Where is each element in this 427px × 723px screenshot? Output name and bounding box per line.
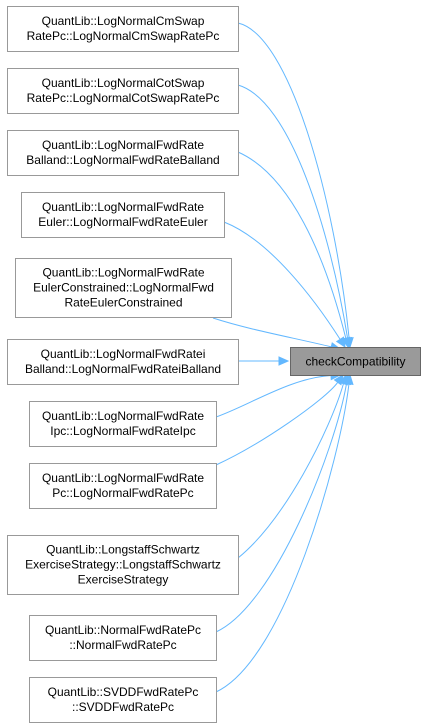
nodes: QuantLib::LogNormalCmSwapRatePc::LogNorm… — [7, 6, 421, 723]
caller-node[interactable]: QuantLib::LogNormalFwdRateEulerConstrain… — [15, 258, 232, 318]
caller-node-label: QuantLib::SVDDFwdRatePc — [48, 685, 199, 699]
caller-node[interactable]: QuantLib::LogNormalFwdRatePc::LogNormalF… — [29, 463, 217, 509]
caller-node-label: QuantLib::LogNormalCotSwap — [42, 76, 205, 90]
call-edge — [215, 383, 347, 633]
caller-node-label: QuantLib::LogNormalFwdRatei — [41, 347, 206, 361]
call-edge — [237, 383, 344, 559]
caller-node-box[interactable] — [15, 258, 232, 318]
caller-node[interactable]: QuantLib::LogNormalCotSwapRatePc::LogNor… — [7, 68, 239, 114]
caller-node[interactable]: QuantLib::LogNormalFwdRateEuler::LogNorm… — [21, 192, 225, 238]
caller-node-box[interactable] — [21, 192, 225, 238]
caller-node-label: QuantLib::LogNormalFwdRate — [42, 200, 204, 214]
caller-node-label: RatePc::LogNormalCotSwapRatePc — [27, 91, 220, 105]
caller-node-label: EulerConstrained::LogNormalFwd — [33, 281, 214, 295]
edges — [212, 22, 354, 693]
caller-node[interactable]: QuantLib::LogNormalFwdRateIpc::LogNormal… — [29, 401, 217, 447]
caller-node-box[interactable] — [29, 677, 217, 723]
caller-node-label: QuantLib::LogNormalCmSwap — [42, 14, 205, 28]
call-edge — [215, 382, 339, 466]
caller-node-box[interactable] — [29, 401, 217, 447]
caller-node-box[interactable] — [7, 339, 239, 385]
call-edge — [237, 84, 349, 339]
caller-node-label: ExerciseStrategy::LongstaffSchwartz — [25, 558, 221, 572]
call-edge — [215, 375, 332, 418]
caller-node-box[interactable] — [29, 615, 217, 661]
caller-node-label: ::SVDDFwdRatePc — [72, 700, 174, 714]
caller-node-label: QuantLib::LongstaffSchwartz — [46, 543, 200, 557]
caller-node-label: QuantLib::LogNormalFwdRate — [42, 409, 204, 423]
caller-node-label: RateEulerConstrained — [64, 296, 182, 310]
caller-node[interactable]: QuantLib::LogNormalFwdRateBalland::LogNo… — [7, 130, 239, 176]
target-node-label: checkCompatibility — [305, 355, 405, 369]
target-node[interactable]: checkCompatibility — [290, 347, 421, 376]
caller-node-label: QuantLib::LogNormalFwdRate — [42, 266, 204, 280]
call-edge — [223, 221, 341, 340]
caller-node[interactable]: QuantLib::LogNormalFwdRateiBalland::LogN… — [7, 339, 239, 385]
call-edge — [215, 383, 350, 693]
caller-node-box[interactable] — [7, 535, 239, 595]
caller-node-box[interactable] — [7, 68, 239, 114]
caller-node[interactable]: QuantLib::NormalFwdRatePc::NormalFwdRate… — [29, 615, 217, 661]
caller-node-label: ::NormalFwdRatePc — [69, 638, 176, 652]
target-node-box[interactable] — [290, 347, 421, 376]
caller-node-label: ExerciseStrategy — [78, 573, 169, 587]
call-edge — [237, 151, 347, 339]
caller-node[interactable]: QuantLib::SVDDFwdRatePc::SVDDFwdRatePc — [29, 677, 217, 723]
caller-node-label: Euler::LogNormalFwdRateEuler — [38, 215, 207, 229]
caller-node-label: Balland::LogNormalFwdRateBalland — [26, 153, 219, 167]
caller-node-label: Balland::LogNormalFwdRateiBalland — [25, 362, 221, 376]
caller-node[interactable]: QuantLib::LogNormalCmSwapRatePc::LogNorm… — [7, 6, 239, 52]
caller-node-box[interactable] — [7, 6, 239, 52]
call-edge — [237, 22, 350, 339]
caller-node-box[interactable] — [29, 463, 217, 509]
caller-node-label: Ipc::LogNormalFwdRateIpc — [50, 424, 195, 438]
caller-node-label: QuantLib::NormalFwdRatePc — [45, 623, 201, 637]
caller-node-label: RatePc::LogNormalCmSwapRatePc — [27, 29, 220, 43]
arrowhead — [344, 373, 354, 385]
caller-node-label: QuantLib::LogNormalFwdRate — [42, 138, 204, 152]
caller-node-box[interactable] — [7, 130, 239, 176]
call-edge — [212, 317, 332, 348]
caller-node-label: Pc::LogNormalFwdRatePc — [52, 486, 193, 500]
arrowhead — [278, 356, 290, 366]
caller-node-label: QuantLib::LogNormalFwdRate — [42, 471, 204, 485]
arrowhead — [335, 336, 346, 349]
caller-node[interactable]: QuantLib::LongstaffSchwartzExerciseStrat… — [7, 535, 239, 595]
